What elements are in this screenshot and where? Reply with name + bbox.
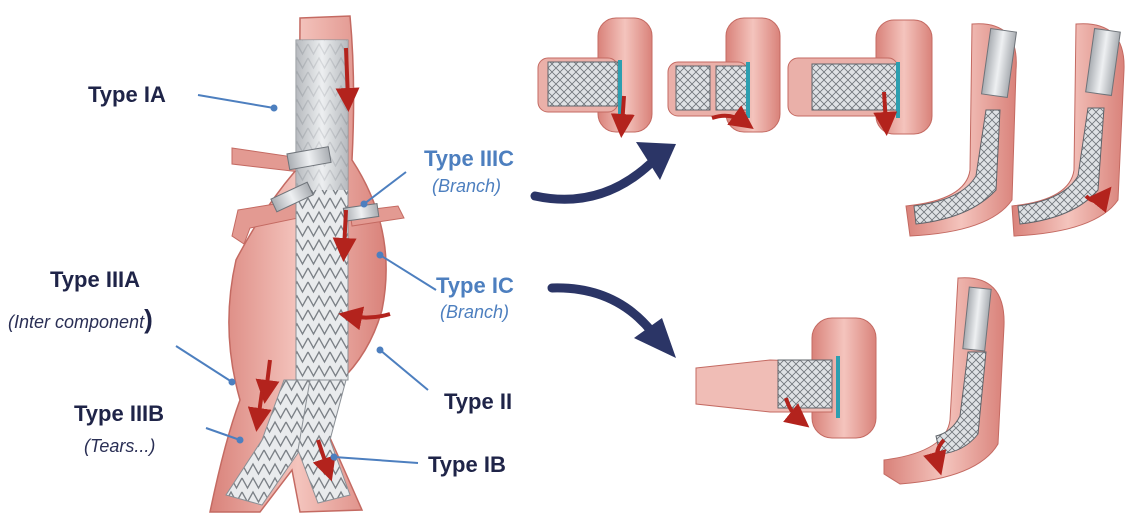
inset-iiic-1: [538, 18, 652, 132]
label-type-iiib: Type IIIB: [74, 403, 164, 425]
curved-arrow-upper: [535, 142, 676, 199]
label-type-iiic-sub: (Branch): [432, 177, 501, 195]
label-type-iiia-paren: ): [144, 304, 153, 334]
label-type-iiia-sub-text: (Inter component: [8, 312, 144, 332]
pointer-type-ii: [380, 350, 428, 390]
label-type-iiia: Type IIIA: [50, 269, 140, 291]
pointer-type-ia: [198, 95, 274, 108]
label-type-ii: Type II: [444, 391, 512, 413]
curved-arrow-lower: [552, 288, 676, 358]
inset-iiic-5: [1012, 24, 1124, 236]
label-type-ia: Type IA: [88, 84, 166, 106]
pointer-type-iiia: [176, 346, 232, 382]
pointer-type-ib: [334, 457, 418, 463]
inset-ic-2: [884, 278, 1004, 484]
pointer-type-iiic: [364, 172, 406, 204]
label-type-ic-sub: (Branch): [440, 303, 509, 321]
pointer-type-ic: [380, 255, 436, 290]
inset-iiic-3: [788, 20, 932, 134]
inset-ic-1: [696, 318, 876, 438]
inset-iiic-2: [668, 18, 780, 132]
label-type-ic: Type IC: [436, 275, 514, 297]
label-type-iiia-sub: (Inter component): [8, 306, 153, 332]
label-type-iiic: Type IIIC: [424, 148, 514, 170]
label-type-iiib-sub: (Tears...): [84, 437, 155, 455]
label-type-ib: Type IB: [428, 454, 506, 476]
